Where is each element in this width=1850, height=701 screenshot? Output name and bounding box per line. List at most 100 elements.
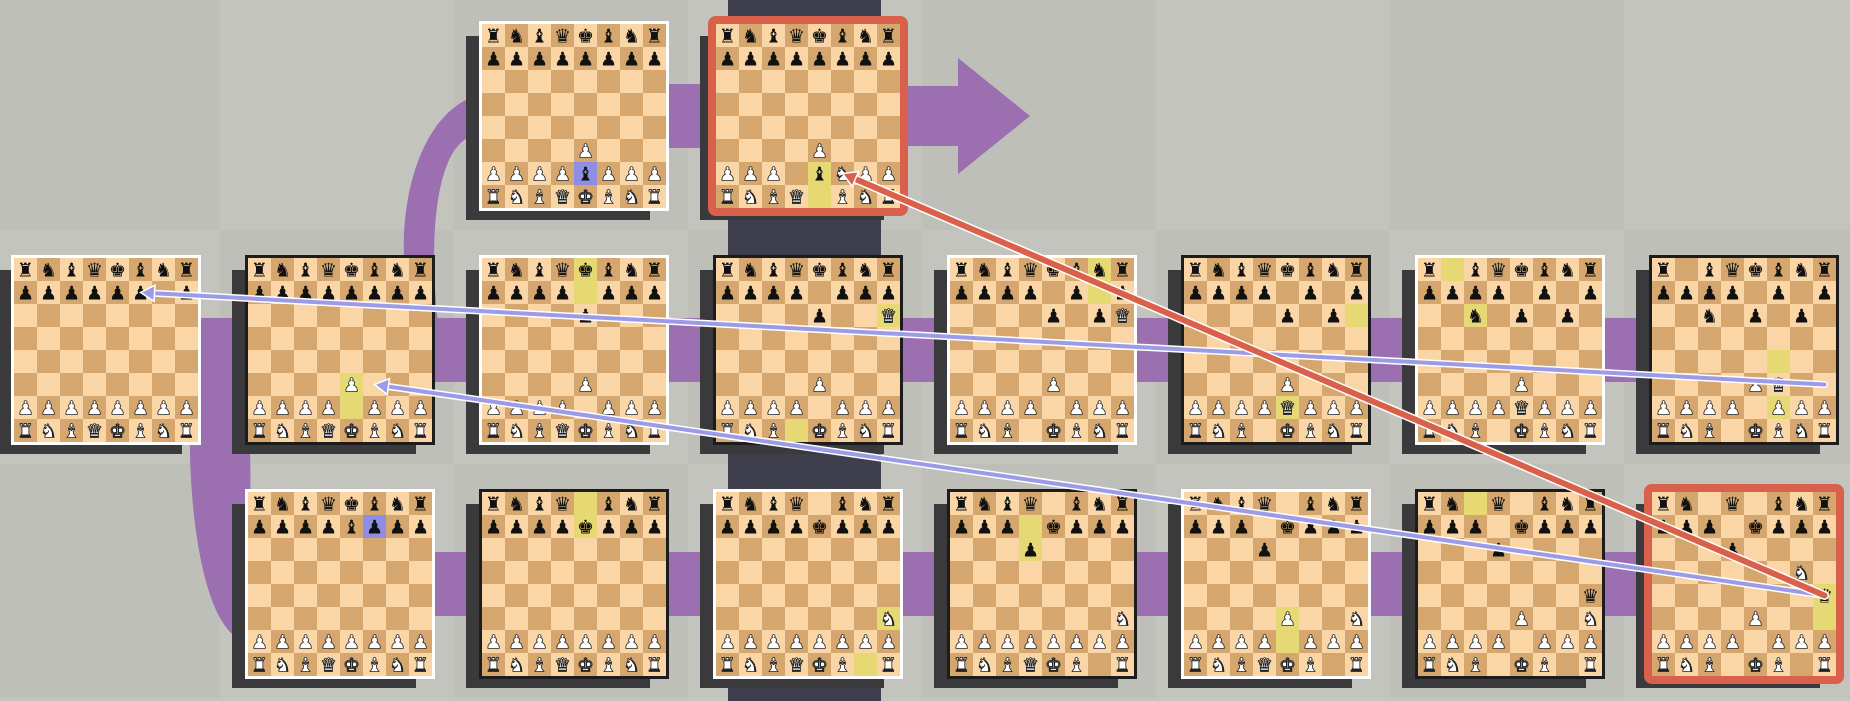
white-pawn-icon[interactable]: ♟ xyxy=(63,398,80,420)
board-square[interactable] xyxy=(551,327,574,350)
board-square[interactable] xyxy=(294,373,317,396)
board-square[interactable] xyxy=(317,304,340,327)
board-square[interactable] xyxy=(808,70,831,93)
black-knight-icon[interactable]: ♞ xyxy=(976,494,993,516)
board-square[interactable] xyxy=(409,584,432,607)
black-rook-icon[interactable]: ♜ xyxy=(1348,494,1365,516)
board-square[interactable] xyxy=(1065,538,1088,561)
black-pawn-icon[interactable]: ♟ xyxy=(719,517,736,539)
board-square[interactable] xyxy=(1418,584,1441,607)
board-square[interactable] xyxy=(1790,350,1813,373)
white-king-icon[interactable]: ♚ xyxy=(109,421,126,443)
board-square[interactable] xyxy=(152,350,175,373)
board-square[interactable] xyxy=(1721,653,1744,676)
black-pawn-icon[interactable]: ♟ xyxy=(953,517,970,539)
board-square[interactable] xyxy=(106,304,129,327)
board-square[interactable] xyxy=(950,607,973,630)
white-bishop-icon[interactable]: ♝ xyxy=(1467,655,1484,677)
black-bishop-icon[interactable]: ♝ xyxy=(1770,494,1787,516)
black-pawn-icon[interactable]: ♟ xyxy=(834,517,851,539)
board-square[interactable] xyxy=(14,373,37,396)
board-square[interactable] xyxy=(574,350,597,373)
black-rook-icon[interactable]: ♜ xyxy=(953,494,970,516)
board-square[interactable] xyxy=(643,584,666,607)
board-square[interactable] xyxy=(1042,281,1065,304)
black-rook-icon[interactable]: ♜ xyxy=(719,260,736,282)
board-square[interactable] xyxy=(785,139,808,162)
black-pawn-icon[interactable]: ♟ xyxy=(1444,517,1461,539)
board-square[interactable] xyxy=(482,139,505,162)
black-pawn-icon[interactable]: ♟ xyxy=(788,283,805,305)
board-square[interactable] xyxy=(996,350,1019,373)
white-pawn-icon[interactable]: ♟ xyxy=(251,398,268,420)
board-square[interactable] xyxy=(551,538,574,561)
white-pawn-icon[interactable]: ♟ xyxy=(857,398,874,420)
white-pawn-icon[interactable]: ♟ xyxy=(1045,375,1062,397)
board-square[interactable] xyxy=(175,373,198,396)
board-square[interactable] xyxy=(505,350,528,373)
board-square[interactable] xyxy=(363,350,386,373)
white-pawn-icon[interactable]: ♟ xyxy=(86,398,103,420)
white-rook-icon[interactable]: ♜ xyxy=(1187,655,1204,677)
white-pawn-icon[interactable]: ♟ xyxy=(953,398,970,420)
board-square[interactable] xyxy=(1299,538,1322,561)
white-pawn-icon[interactable]: ♟ xyxy=(412,398,429,420)
black-knight-icon[interactable]: ♞ xyxy=(623,26,640,48)
white-pawn-icon[interactable]: ♟ xyxy=(1114,398,1131,420)
black-pawn-icon[interactable]: ♟ xyxy=(531,517,548,539)
white-pawn-icon[interactable]: ♟ xyxy=(1091,398,1108,420)
board-square[interactable] xyxy=(831,70,854,93)
black-king-icon[interactable]: ♚ xyxy=(343,260,360,282)
white-pawn-icon[interactable]: ♟ xyxy=(811,375,828,397)
board-square[interactable] xyxy=(1019,607,1042,630)
white-pawn-icon[interactable]: ♟ xyxy=(1536,632,1553,654)
white-pawn-icon[interactable]: ♟ xyxy=(1421,398,1438,420)
black-pawn-icon[interactable]: ♟ xyxy=(320,517,337,539)
black-rook-icon[interactable]: ♜ xyxy=(1655,260,1672,282)
white-bishop-icon[interactable]: ♝ xyxy=(765,655,782,677)
board-square[interactable] xyxy=(1345,584,1368,607)
black-knight-icon[interactable]: ♞ xyxy=(857,26,874,48)
board-square[interactable] xyxy=(877,116,900,139)
black-pawn-icon[interactable]: ♟ xyxy=(485,517,502,539)
white-bishop-icon[interactable]: ♝ xyxy=(1536,655,1553,677)
white-pawn-icon[interactable]: ♟ xyxy=(1793,632,1810,654)
board-square[interactable] xyxy=(106,350,129,373)
white-bishop-icon[interactable]: ♝ xyxy=(999,655,1016,677)
board-square[interactable] xyxy=(528,327,551,350)
board-square[interactable] xyxy=(248,584,271,607)
board-square[interactable] xyxy=(551,373,574,396)
board-square[interactable] xyxy=(877,350,900,373)
white-pawn-icon[interactable]: ♟ xyxy=(1421,632,1438,654)
black-king-icon[interactable]: ♚ xyxy=(109,260,126,282)
board-square[interactable] xyxy=(808,538,831,561)
board-square[interactable] xyxy=(1698,492,1721,515)
black-pawn-icon[interactable]: ♟ xyxy=(86,283,103,305)
white-knight-icon[interactable]: ♞ xyxy=(508,655,525,677)
black-rook-icon[interactable]: ♜ xyxy=(646,494,663,516)
white-queen-icon[interactable]: ♛ xyxy=(320,421,337,443)
black-rook-icon[interactable]: ♜ xyxy=(485,26,502,48)
board-square[interactable] xyxy=(1019,304,1042,327)
board-square[interactable] xyxy=(340,327,363,350)
black-king-icon[interactable]: ♚ xyxy=(811,517,828,539)
board-square[interactable] xyxy=(1042,396,1065,419)
board-square[interactable] xyxy=(340,396,363,419)
board-square[interactable] xyxy=(973,561,996,584)
black-pawn-icon[interactable]: ♟ xyxy=(1256,540,1273,562)
board-square[interactable] xyxy=(785,350,808,373)
board-square[interactable] xyxy=(831,139,854,162)
board-square[interactable] xyxy=(716,350,739,373)
board-square[interactable] xyxy=(1184,584,1207,607)
black-pawn-icon[interactable]: ♟ xyxy=(1187,517,1204,539)
board-square[interactable] xyxy=(294,607,317,630)
white-rook-icon[interactable]: ♜ xyxy=(953,655,970,677)
black-pawn-icon[interactable]: ♟ xyxy=(1091,517,1108,539)
black-pawn-icon[interactable]: ♟ xyxy=(1233,283,1250,305)
board-square[interactable] xyxy=(808,185,831,208)
board-square[interactable] xyxy=(808,492,831,515)
board-square[interactable] xyxy=(1533,327,1556,350)
board-square[interactable] xyxy=(1230,304,1253,327)
white-rook-icon[interactable]: ♜ xyxy=(646,655,663,677)
black-knight-icon[interactable]: ♞ xyxy=(857,494,874,516)
